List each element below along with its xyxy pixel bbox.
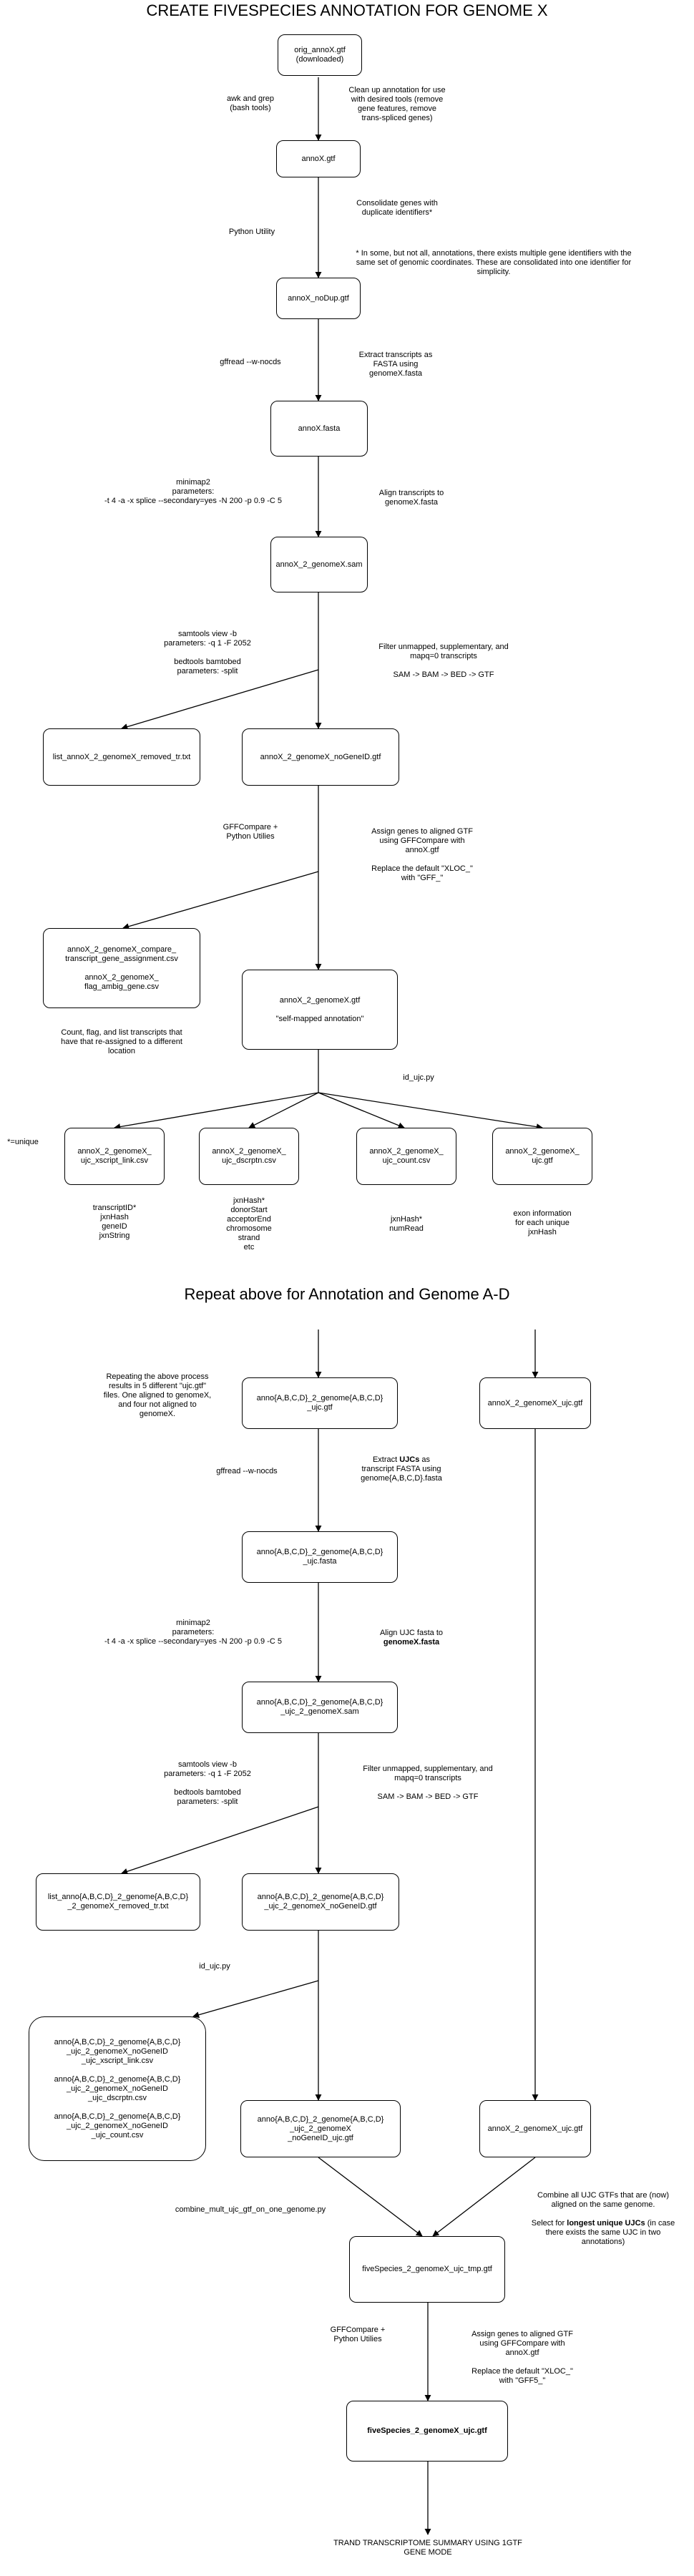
label-combine: Combine all UJC GTFs that are (now) alig… (515, 2191, 691, 2247)
label-id-ujc: id_ujc.py (403, 1073, 434, 1082)
node-r-csv-outputs: anno{A,B,C,D}_2_genome{A,B,C,D} _ujc_2_g… (29, 2016, 206, 2161)
label-awk-grep: awk and grep (bash tools) (226, 94, 275, 112)
node-r-nogeneid-gtf: anno{A,B,C,D}_2_genome{A,B,C,D} _ujc_2_g… (242, 1873, 399, 1931)
node-r-ujcx-gtf: annoX_2_genomeX_ujc.gtf (479, 1377, 591, 1429)
label-r-id-ujc: id_ujc.py (199, 1962, 230, 1971)
edge-fanout-gtf (318, 1092, 543, 1131)
node-self-mapped-gtf: annoX_2_genomeX.gtf "self-mapped annotat… (242, 970, 398, 1050)
label-assign: Assign genes to aligned GTF using GFFCom… (371, 827, 473, 882)
label-r-align: Align UJC fasta to genomeX.fasta (351, 1629, 472, 1647)
edge-split-removed (121, 669, 319, 731)
label-link-fields: transcriptID* jxnHash geneID jxnString (92, 1204, 137, 1240)
edge-rujcX2-tmp (432, 2157, 536, 2237)
label-minimap: minimap2 parameters: -t 4 -a -x splice -… (104, 478, 282, 505)
edge-split-rcsvs (192, 1980, 319, 2019)
node-ujc-xscript-link: annoX_2_genomeX_ ujc_xscript_link.csv (64, 1128, 165, 1185)
node-ujc-count: annoX_2_genomeX_ ujc_count.csv (356, 1128, 456, 1185)
node-compare-csvs: annoX_2_genomeX_compare_ transcript_gene… (43, 928, 200, 1008)
node-ujc-dscrptn: annoX_2_genomeX_ ujc_dscrptn.csv (199, 1128, 299, 1185)
node-annox-gtf: annoX.gtf (276, 140, 361, 177)
node-r-removed-list: list_anno{A,B,C,D}_2_genome{A,B,C,D} _2_… (36, 1873, 200, 1931)
node-annox-sam: annoX_2_genomeX.sam (270, 537, 368, 592)
node-r-ujcx-gtf-2: annoX_2_genomeX_ujc.gtf (479, 2100, 591, 2157)
node-r-ujc-nogeneid-gtf: anno{A,B,C,D}_2_genome{A,B,C,D} _ujc_2_g… (240, 2100, 401, 2157)
label-unique-note: *=unique (7, 1138, 39, 1146)
label-r-gffcompare: GFFCompare + Python Utilies (330, 2326, 386, 2343)
label-extract: Extract transcripts as FASTA using genom… (358, 351, 433, 378)
node-nogeneid-gtf: annoX_2_genomeX_noGeneID.gtf (242, 728, 399, 786)
node-annox-fasta: annoX.fasta (270, 401, 368, 457)
node-fivespecies-final: fiveSpecies_2_genomeX_ujc.gtf (346, 2401, 508, 2462)
label-r-gffread: gffread --w-nocds (216, 1467, 278, 1475)
label-python-utility: Python Utility (228, 228, 275, 236)
label-gffcompare: GFFCompare + Python Utilies (223, 823, 278, 841)
node-r-ujc-gtf: anno{A,B,C,D}_2_genome{A,B,C,D} _ujc.gtf (242, 1377, 398, 1429)
label-footnote: * In some, but not all, annotations, the… (356, 249, 632, 276)
label-combine-bold: longest unique UJCs (567, 2219, 645, 2228)
label-r-extract: Extract UJCs as transcript FASTA using g… (333, 1455, 469, 1483)
label-count-flag: Count, flag, and list transcripts that h… (61, 1028, 182, 1055)
label-count-fields: jxnHash* numRead (389, 1215, 424, 1233)
label-r-extract-part2: as transcript FASTA using genome{A,B,C,D… (361, 1455, 442, 1483)
label-r-align-part1: Align UJC fasta to (379, 1629, 444, 1637)
label-r-minimap: minimap2 parameters: -t 4 -a -x splice -… (104, 1619, 282, 1646)
node-orig-annox: orig_annoX.gtf (downloaded) (278, 34, 362, 76)
label-cleanup: Clean up annotation for use with desired… (348, 86, 446, 122)
label-combine-part1: Combine all UJC GTFs that are (now) alig… (531, 2191, 669, 2228)
label-r-align-bold: genomeX.fasta (383, 1638, 440, 1646)
label-consolidate: Consolidate genes with duplicate identif… (356, 199, 438, 217)
edge-split-rremoved (121, 1806, 319, 1875)
label-dscrptn-fields: jxnHash* donorStart acceptorEnd chromoso… (226, 1196, 272, 1252)
repeat-title: Repeat above for Annotation and Genome A… (184, 1285, 510, 1303)
label-r-extract-part1: Extract (372, 1455, 400, 1464)
label-r-filter: Filter unmapped, supplementary, and mapq… (363, 1765, 493, 1801)
edge-fanout-dscrptn (248, 1092, 319, 1128)
label-combine-part2: (in case there exists the same UJC in tw… (545, 2219, 675, 2246)
edge-split-compare (122, 871, 319, 930)
node-fivespecies-tmp: fiveSpecies_2_genomeX_ujc_tmp.gtf (349, 2236, 505, 2303)
label-combine-script: combine_mult_ujc_gtf_on_one_genome.py (175, 2205, 326, 2214)
edge-rujcgtf-tmp (318, 2157, 423, 2237)
node-r-ujc-sam: anno{A,B,C,D}_2_genome{A,B,C,D} _ujc_2_g… (242, 1682, 398, 1733)
main-title: CREATE FIVESPECIES ANNOTATION FOR GENOME… (146, 1, 548, 19)
label-repeating: Repeating the above process results in 5… (103, 1372, 212, 1418)
label-r-samtools: samtools view -b parameters: -q 1 -F 205… (164, 1760, 251, 1806)
label-gtf-fields: exon information for each unique jxnHash (513, 1209, 572, 1236)
label-align: Align transcripts to genomeX.fasta (378, 489, 444, 507)
label-filter: Filter unmapped, supplementary, and mapq… (378, 643, 509, 679)
node-r-ujc-fasta: anno{A,B,C,D}_2_genome{A,B,C,D} _ujc.fas… (242, 1531, 398, 1583)
node-ujc-gtf: annoX_2_genomeX_ ujc.gtf (492, 1128, 592, 1185)
label-r-extract-bold: UJCs (399, 1455, 420, 1464)
label-gffread: gffread --w-nocds (220, 358, 281, 366)
label-r-assign: Assign genes to aligned GTF using GFFCom… (471, 2330, 573, 2385)
node-annox-nodup: annoX_noDup.gtf (276, 278, 361, 319)
label-trand: TRAND TRANSCRIPTOME SUMMARY USING 1GTF G… (333, 2539, 522, 2557)
edge-fanout-link (114, 1092, 319, 1131)
node-removed-list: list_annoX_2_genomeX_removed_tr.txt (43, 728, 200, 786)
label-samtools: samtools view -b parameters: -q 1 -F 205… (164, 630, 251, 675)
edge-fanout-count (318, 1092, 405, 1129)
